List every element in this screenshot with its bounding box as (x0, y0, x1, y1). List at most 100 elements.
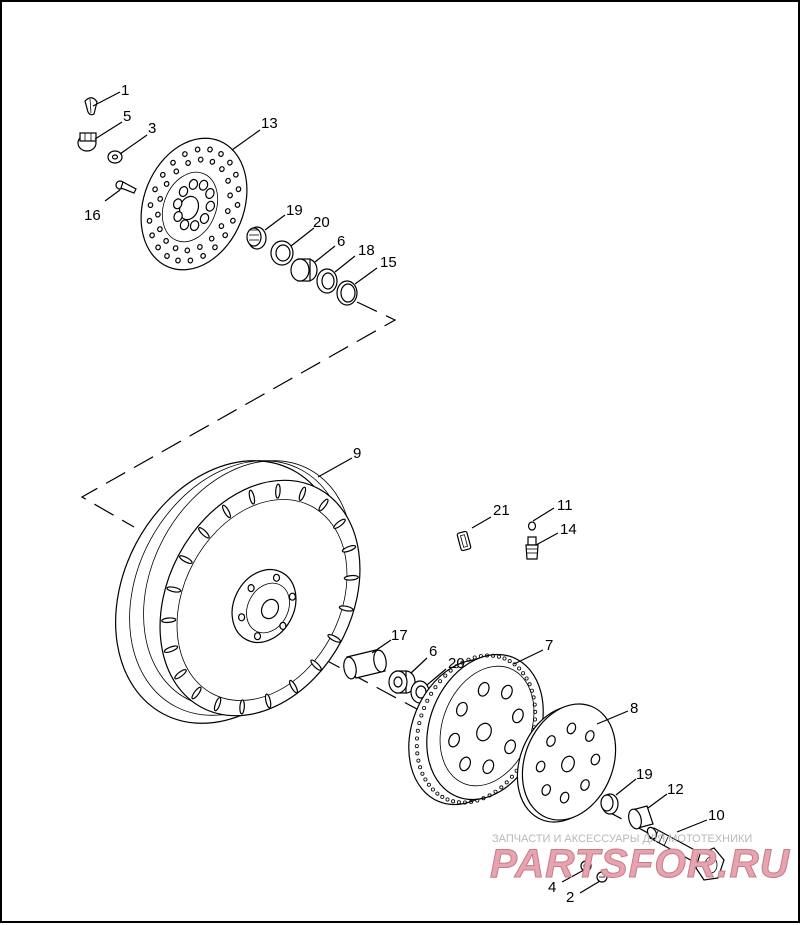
wheel-slot (178, 555, 193, 565)
wheel-slot (275, 483, 281, 499)
watermark-subtitle: ЗАПЧАСТИ И АКСЕССУАРЫ ДЛЯ МОТОТЕХНИКИ (492, 833, 752, 845)
rotor-hole (157, 226, 163, 233)
bushing-part (628, 805, 654, 830)
callout-3: 3 (148, 120, 156, 137)
rotor-hole (152, 186, 158, 193)
plate-hole (584, 730, 595, 742)
sprocket-tooth (460, 660, 465, 665)
hub-hole (272, 573, 281, 582)
sprocket-tooth (496, 654, 501, 659)
sprocket-tooth (415, 728, 420, 733)
callout-20-upper: 20 (313, 214, 330, 231)
sprocket-hole (448, 732, 461, 748)
sprocket-tooth (418, 765, 423, 770)
small-screw-part (596, 871, 608, 883)
clip-part (456, 530, 472, 552)
rear-wheel-part (115, 460, 361, 724)
callout-17: 17 (391, 627, 408, 644)
sprocket-holes (448, 681, 524, 775)
callout-9: 9 (353, 445, 361, 462)
plate-hole (541, 784, 552, 796)
rotor-hole (227, 192, 233, 199)
sprocket-tooth (504, 780, 509, 785)
callout-18: 18 (358, 242, 375, 259)
rotor-hole (222, 232, 229, 239)
sprocket-tooth (438, 679, 443, 684)
sprocket-tooth (422, 706, 427, 711)
o-ring-part (336, 280, 358, 306)
rotor-hole (149, 232, 155, 239)
spacer-part-lower (388, 670, 416, 694)
watermark: ЗАПЧАСТИ И АКСЕССУАРЫ ДЛЯ МОТОТЕХНИКИ PA… (490, 833, 790, 887)
brake-rotor-part (140, 137, 248, 271)
sprocket-tooth (423, 777, 428, 782)
sprocket-tooth (462, 800, 467, 805)
sprocket-tooth (416, 758, 421, 763)
rotor-hole (147, 202, 154, 209)
rotor-hole (173, 211, 183, 222)
sprocket-tooth (475, 798, 480, 803)
sprocket-hole (504, 739, 517, 755)
wheel-slot (343, 574, 359, 581)
spacer-ring-part-upper (270, 240, 294, 266)
sprocket-tooth (417, 721, 422, 726)
sprocket-tooth (517, 666, 522, 671)
wheel-slot (213, 696, 222, 712)
callout-14: 14 (560, 521, 577, 538)
rotor-hole (218, 223, 225, 230)
sprocket-hole (459, 756, 472, 772)
washer-part (107, 150, 123, 164)
rotor-hole (175, 257, 181, 264)
wheel-slot (341, 544, 357, 553)
callout-19-upper: 19 (286, 202, 303, 219)
sprocket-tooth (532, 702, 537, 707)
sprocket-tooth (420, 771, 425, 776)
wheel-slot (174, 668, 187, 680)
rotor-hole (209, 158, 216, 165)
rotor-hole (187, 257, 194, 264)
rotor-hole (188, 178, 199, 190)
leader-lines (92, 91, 708, 894)
callout-21: 21 (493, 502, 510, 519)
sprocket-tooth (487, 793, 492, 798)
valve-stem-part (525, 536, 539, 560)
callout-7: 7 (545, 637, 553, 654)
plate-hole (580, 779, 590, 791)
callout-2: 2 (566, 889, 574, 906)
sprocket-tooth (414, 736, 419, 741)
rotor-holes (146, 146, 242, 264)
sprocket-tooth (484, 653, 489, 658)
plate-hole (546, 735, 556, 747)
callout-8: 8 (630, 700, 638, 717)
axle-sleeve-part (343, 649, 387, 680)
rotor-hole (197, 244, 203, 250)
sprocket-hole (455, 701, 468, 717)
sprocket-tooth (451, 799, 456, 804)
sprocket-tooth (502, 656, 507, 661)
sprocket-tooth (478, 654, 483, 659)
rotor-hole (197, 156, 204, 163)
rotor-hole (230, 217, 236, 224)
rotor-hole (159, 171, 166, 178)
rotor-hole (157, 195, 164, 202)
rotor-hole (194, 146, 201, 153)
callout-15: 15 (380, 254, 397, 271)
rotor-hole (178, 186, 189, 197)
rotor-hole (182, 151, 188, 158)
sprocket-hole (477, 681, 490, 697)
sprocket-tooth (443, 673, 448, 678)
sprocket-tooth (435, 791, 440, 796)
sprocket-tooth (491, 653, 496, 658)
rotor-hole (207, 146, 213, 153)
rotor-hole (146, 217, 153, 224)
rotor-hole (208, 235, 215, 242)
small-washer-part (580, 860, 592, 872)
callout-16: 16 (84, 207, 101, 224)
rotor-hole (163, 237, 169, 244)
hub-hole (288, 592, 296, 601)
wheel-slot (239, 699, 245, 715)
plate-hole (559, 791, 570, 804)
rotor-hole (173, 168, 180, 175)
sprocket-tooth (425, 698, 430, 703)
sprocket-tooth (533, 709, 538, 714)
